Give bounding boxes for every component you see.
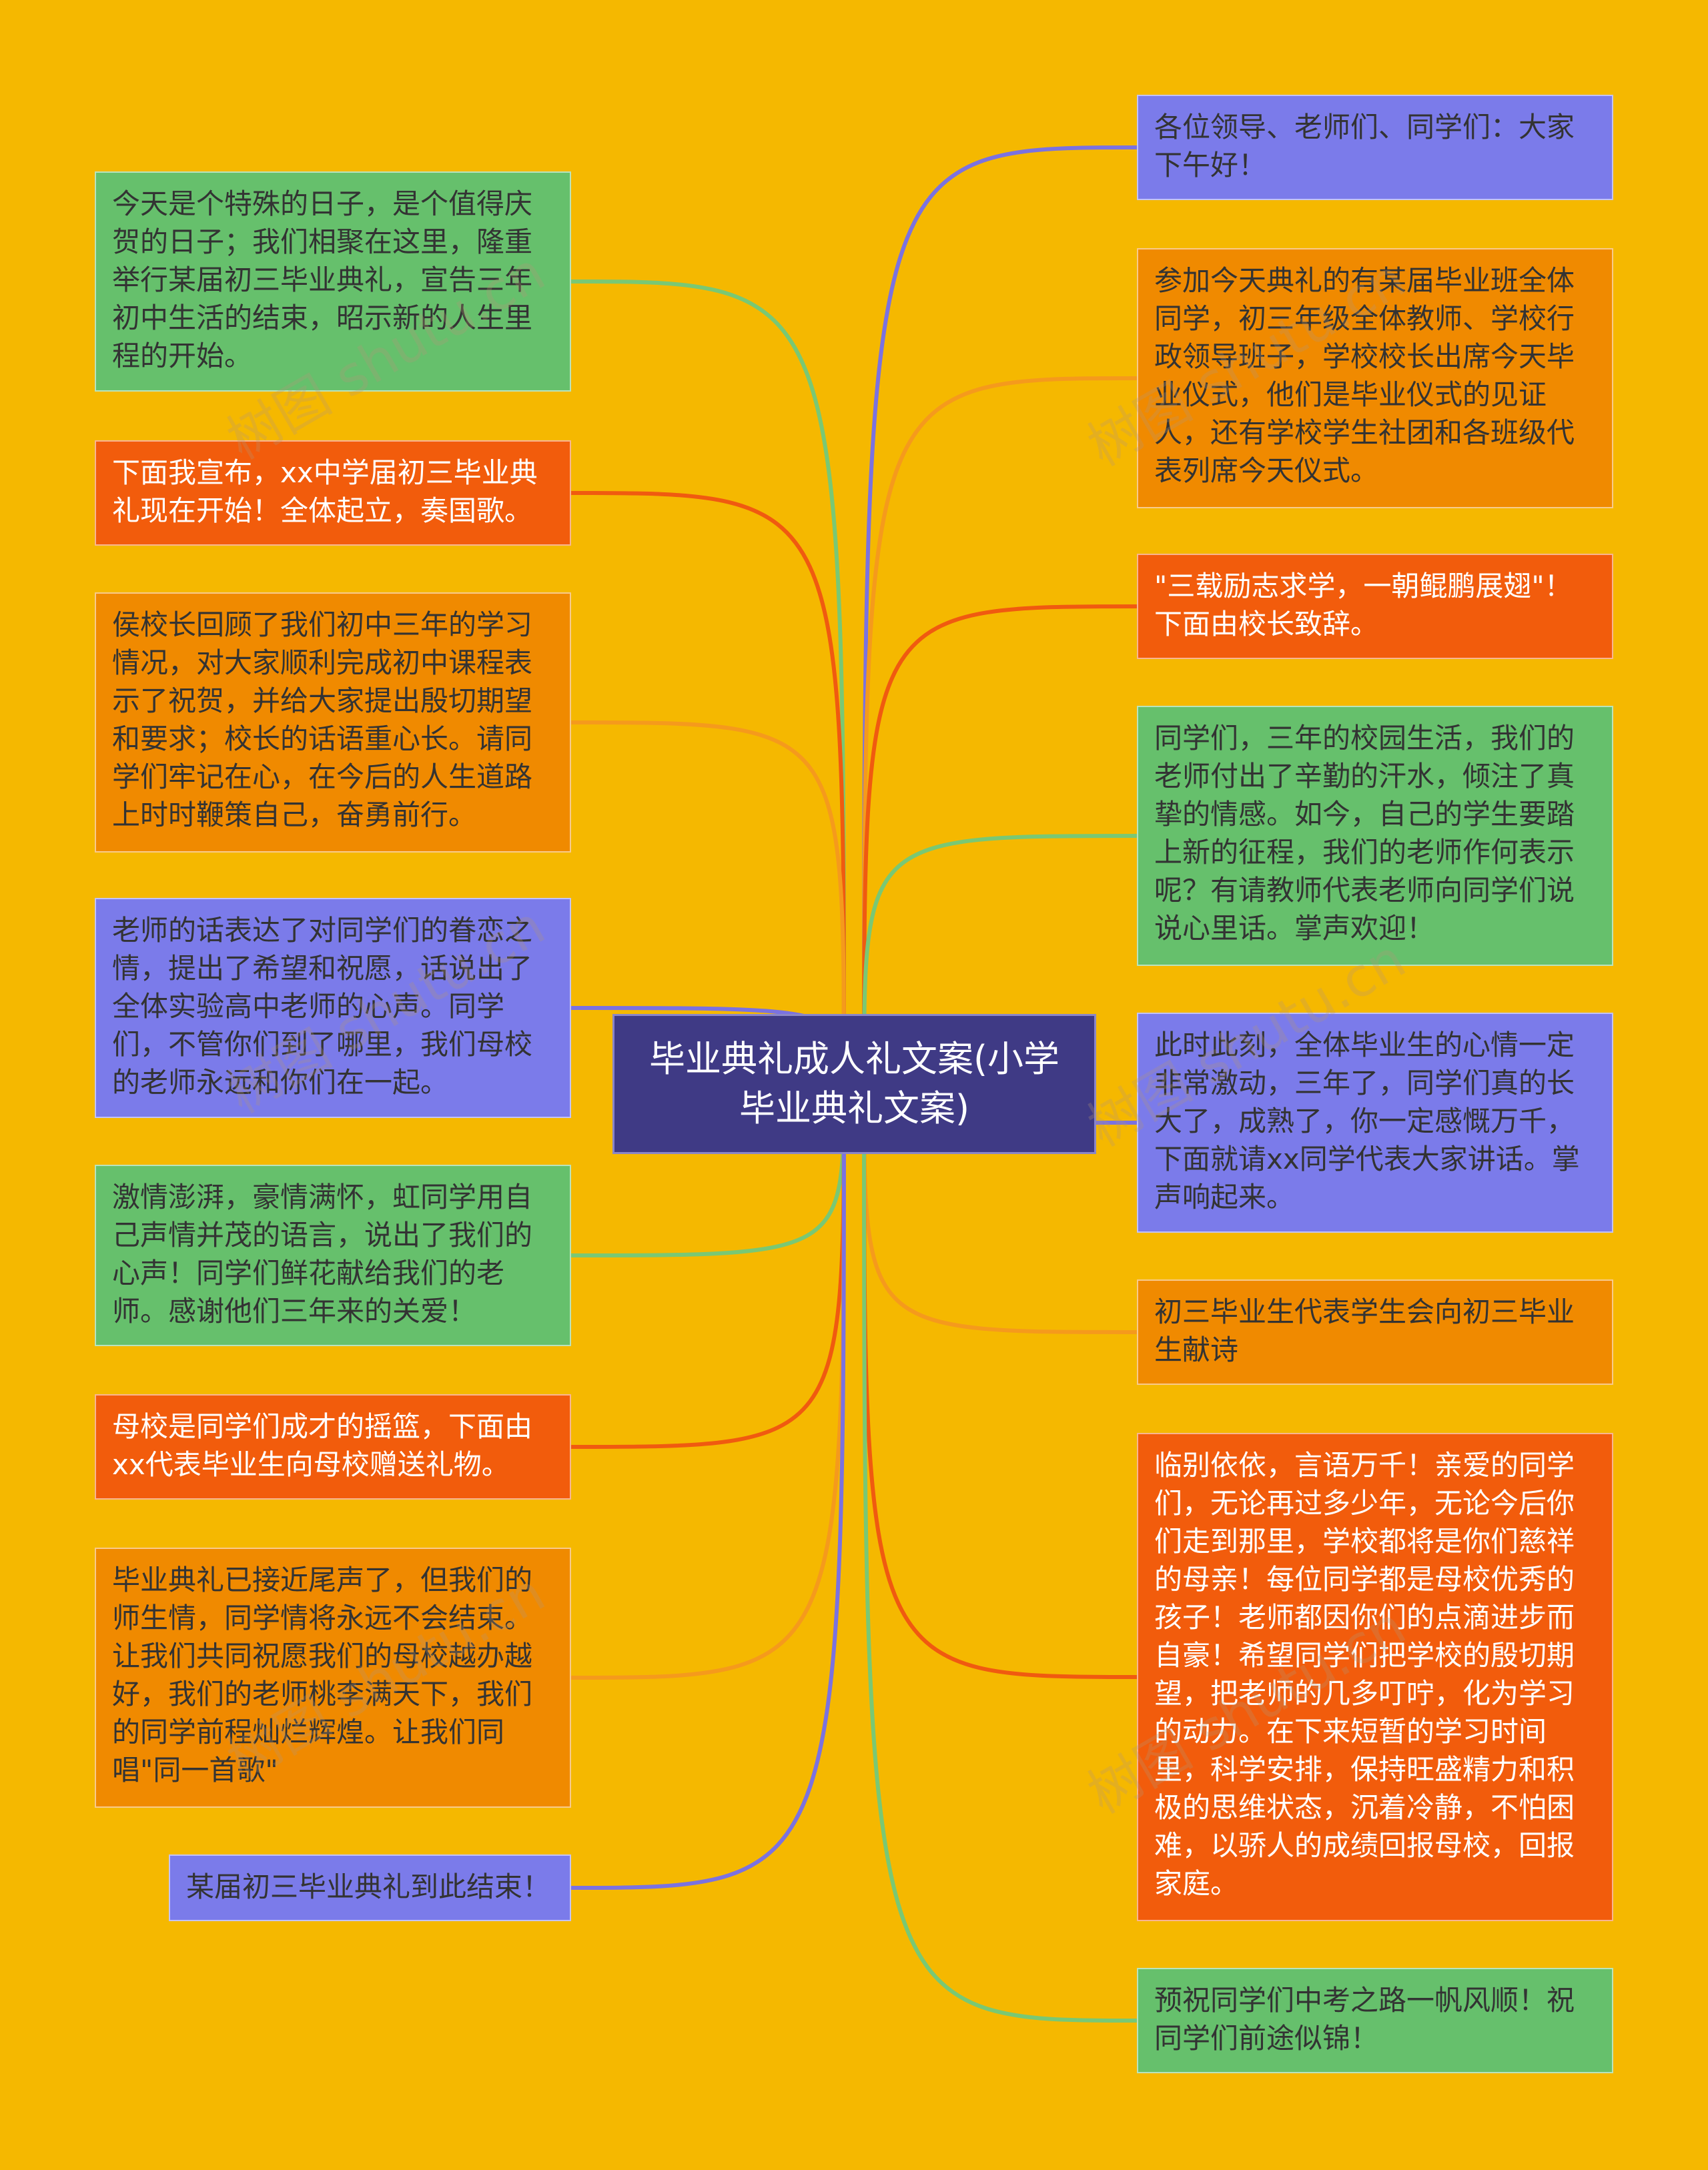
left-node-3-text: 侯校长回顾了我们初中三年的学习情况，对大家顺利完成初中课程表示了祝贺，并给大家提… <box>112 608 533 831</box>
right-node-5-text: 此时此刻，全体毕业生的心情一定非常激动，三年了，同学们真的长大了，成熟了，你一定… <box>1154 1029 1580 1213</box>
left-node-1[interactable]: 今天是个特殊的日子，是个值得庆贺的日子；我们相聚在这里，隆重举行某届初三毕业典礼… <box>95 171 571 392</box>
left-node-8[interactable]: 某届初三毕业典礼到此结束！ <box>169 1854 571 1921</box>
right-connector-2 <box>862 376 1138 1085</box>
left-node-5-text: 激情澎湃，豪情满怀，虹同学用自己声情并茂的语言，说出了我们的心声！同学们鲜花献给… <box>112 1181 533 1327</box>
left-node-4-text: 老师的话表达了对同学们的眷恋之情，提出了希望和祝愿，话说出了全体实验高中老师的心… <box>112 914 533 1099</box>
right-node-5[interactable]: 此时此刻，全体毕业生的心情一定非常激动，三年了，同学们真的长大了，成熟了，你一定… <box>1137 1013 1613 1233</box>
left-node-1-text: 今天是个特殊的日子，是个值得庆贺的日子；我们相聚在这里，隆重举行某届初三毕业典礼… <box>112 187 533 372</box>
left-node-6-text: 母校是同学们成才的摇篮，下面由xx代表毕业生向母校赠送礼物。 <box>112 1410 533 1481</box>
right-connector-1 <box>862 145 1138 1085</box>
central-topic-label: 毕业典礼成人礼文案(小学毕业典礼文案) <box>649 1038 1060 1129</box>
right-node-3[interactable]: "三载励志求学，一朝鲲鹏展翅"！下面由校长致辞。 <box>1137 554 1613 659</box>
left-node-6[interactable]: 母校是同学们成才的摇篮，下面由xx代表毕业生向母校赠送礼物。 <box>95 1394 571 1500</box>
left-connector-2 <box>570 491 846 1085</box>
right-node-1-text: 各位领导、老师们、同学们：大家下午好！ <box>1154 111 1575 181</box>
right-node-1[interactable]: 各位领导、老师们、同学们：大家下午好！ <box>1137 95 1613 200</box>
left-connector-1 <box>570 280 846 1085</box>
right-connector-7 <box>862 1083 1138 1679</box>
right-node-3-text: "三载励志求学，一朝鲲鹏展翅"！下面由校长致辞。 <box>1154 570 1573 640</box>
right-node-7[interactable]: 临别依依，言语万千！亲爱的同学们，无论再过多少年，无论今后你们走到那里，学校都将… <box>1137 1433 1613 1921</box>
left-connector-7 <box>570 1083 846 1680</box>
left-node-8-text: 某届初三毕业典礼到此结束！ <box>186 1870 551 1903</box>
right-connector-3 <box>862 604 1138 1085</box>
left-node-7-text: 毕业典礼已接近尾声了，但我们的师生情，同学情将永远不会结束。让我们共同祝愿我们的… <box>112 1564 533 1786</box>
right-node-8[interactable]: 预祝同学们中考之路一帆风顺！祝同学们前途似锦！ <box>1137 1968 1613 2073</box>
central-topic[interactable]: 毕业典礼成人礼文案(小学毕业典礼文案) <box>612 1014 1096 1154</box>
left-node-7[interactable]: 毕业典礼已接近尾声了，但我们的师生情，同学情将永远不会结束。让我们共同祝愿我们的… <box>95 1548 571 1808</box>
right-connector-8 <box>862 1083 1138 2023</box>
right-node-8-text: 预祝同学们中考之路一帆风顺！祝同学们前途似锦！ <box>1154 1984 1575 2055</box>
right-node-2[interactable]: 参加今天典礼的有某届毕业班全体同学，初三年级全体教师、学校行政领导班子，学校校长… <box>1137 248 1613 508</box>
right-node-2-text: 参加今天典礼的有某届毕业班全体同学，初三年级全体教师、学校行政领导班子，学校校长… <box>1154 264 1575 487</box>
right-node-4[interactable]: 同学们，三年的校园生活，我们的老师付出了辛勤的汗水，倾注了真挚的情感。如今，自己… <box>1137 706 1613 966</box>
right-node-4-text: 同学们，三年的校园生活，我们的老师付出了辛勤的汗水，倾注了真挚的情感。如今，自己… <box>1154 722 1575 945</box>
left-connector-8 <box>570 1083 846 1890</box>
right-node-6[interactable]: 初三毕业生代表学生会向初三毕业生献诗 <box>1137 1279 1613 1385</box>
right-node-6-text: 初三毕业生代表学生会向初三毕业生献诗 <box>1154 1295 1575 1366</box>
left-node-4[interactable]: 老师的话表达了对同学们的眷恋之情，提出了希望和祝愿，话说出了全体实验高中老师的心… <box>95 898 571 1118</box>
left-node-2-text: 下面我宣布，xx中学届初三毕业典礼现在开始！全体起立，奏国歌。 <box>112 456 538 527</box>
left-node-2[interactable]: 下面我宣布，xx中学届初三毕业典礼现在开始！全体起立，奏国歌。 <box>95 440 571 546</box>
right-node-7-text: 临别依依，言语万千！亲爱的同学们，无论再过多少年，无论今后你们走到那里，学校都将… <box>1154 1449 1575 1900</box>
left-node-5[interactable]: 激情澎湃，豪情满怀，虹同学用自己声情并茂的语言，说出了我们的心声！同学们鲜花献给… <box>95 1165 571 1346</box>
left-node-3[interactable]: 侯校长回顾了我们初中三年的学习情况，对大家顺利完成初中课程表示了祝贺，并给大家提… <box>95 592 571 853</box>
